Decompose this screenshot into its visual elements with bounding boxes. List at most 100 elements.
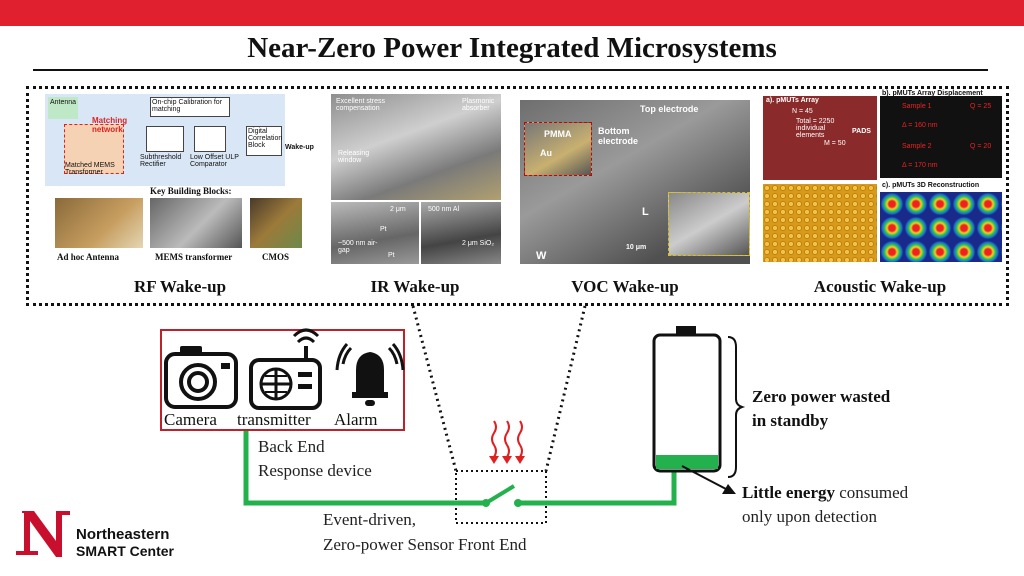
acoustic-m-label: M = 50 xyxy=(824,140,846,147)
backend-label-line1: Back End xyxy=(258,437,325,456)
wakeup-panels-frame xyxy=(26,86,1009,306)
alarm-label: Alarm xyxy=(334,410,378,429)
voc-caption: VOC Wake-up xyxy=(571,277,679,296)
zero-power-line1: Zero power wasted xyxy=(752,387,891,406)
funnel-left-line xyxy=(411,305,458,472)
battery-cap xyxy=(676,326,696,335)
voc-au-label: Au xyxy=(540,148,552,158)
acoustic-array-photo xyxy=(763,96,877,180)
rf-mems-label: Matched MEMS Transformer xyxy=(65,162,115,176)
acoustic-a-title: a). pMUTs Array xyxy=(766,97,819,104)
ir-sem-left xyxy=(331,202,419,264)
ir-label-pt1: Pt xyxy=(380,226,387,233)
ir-label-pt2: Pt xyxy=(388,252,395,259)
rf-antenna-photo xyxy=(55,198,143,248)
rf-caption: RF Wake-up xyxy=(133,277,227,296)
rf-comparator-label: Low Offset ULP Comparator xyxy=(190,154,239,168)
wave-arrowhead-1 xyxy=(489,456,499,464)
acoustic-sample1: Sample 1 xyxy=(902,103,932,110)
rf-photo-label-cmos: CMOS xyxy=(262,252,289,262)
little-energy-bold: Little energy xyxy=(742,483,835,502)
funnel-right-line xyxy=(544,305,587,472)
acoustic-c-title: c). pMUTs 3D Reconstruction xyxy=(882,182,980,189)
battery-charge-level xyxy=(656,455,718,469)
ir-label-plasmonic: Plasmonic absorber xyxy=(462,98,495,112)
ir-sem-main xyxy=(331,94,501,200)
acoustic-b-title: b). pMUTs Array Displacement xyxy=(882,90,983,97)
rf-comparator-box xyxy=(194,126,226,152)
ir-label-airgap: ~500 nm air-gap xyxy=(338,240,378,254)
backend-label-line2: Response device xyxy=(258,461,372,480)
battery-body xyxy=(652,333,722,473)
acoustic-sample2: Sample 2 xyxy=(902,143,932,150)
rf-photo-label-mems: MEMS transformer xyxy=(155,252,233,262)
switch-lever xyxy=(484,484,516,505)
acoustic-displacement-plot xyxy=(880,96,1002,178)
ir-label-stress: Excellent stress compensation xyxy=(336,98,386,112)
sensor-box xyxy=(455,470,547,524)
acoustic-q2: Q = 20 xyxy=(970,143,992,150)
rf-calib-label: On-chip Calibration for matching xyxy=(152,99,223,113)
ir-label-sio2: 2 μm SiO₂ xyxy=(462,240,495,247)
voc-l-label: L xyxy=(642,206,649,218)
voc-bottom-electrode-label: Bottom electrode xyxy=(598,126,639,146)
switch-right-contact xyxy=(514,499,522,507)
acoustic-q1: Q = 25 xyxy=(970,103,992,110)
sensor-label-line1: Event-driven, xyxy=(323,510,416,529)
acoustic-total-label: Total = 2250 individual elements xyxy=(796,118,835,139)
logo-text-smart-center: SMART Center xyxy=(76,543,175,559)
camera-label: Camera xyxy=(164,410,217,429)
sensor-label-line2: Zero-power Sensor Front End xyxy=(323,535,527,554)
acoustic-disp2: Δ = 170 nm xyxy=(902,162,938,169)
rf-calib-box xyxy=(150,97,230,117)
rf-mems-box xyxy=(64,124,124,174)
transmitter-label: transmitter xyxy=(237,410,311,429)
ir-label-2um: 2 μm xyxy=(390,206,406,213)
voc-inset-left xyxy=(524,122,592,176)
battery-brace xyxy=(727,336,746,478)
rf-key-blocks-label: Key Building Blocks: xyxy=(150,186,232,196)
acoustic-3d-reconstruction xyxy=(880,192,1002,262)
voc-inset-right xyxy=(668,192,750,256)
rf-rectifier-box xyxy=(146,126,184,152)
response-device-box xyxy=(160,329,405,431)
rf-digital-box xyxy=(246,126,282,156)
northeastern-logo-mark xyxy=(16,511,70,557)
voc-top-electrode-label: Top electrode xyxy=(640,104,699,114)
voc-w-label: W xyxy=(536,250,547,262)
wave-arrowhead-3 xyxy=(515,456,525,464)
wire-device-to-sensor xyxy=(243,431,484,506)
logo-text-northeastern: Northeastern xyxy=(76,526,170,543)
page-title: Near-Zero Power Integrated Microsystems xyxy=(247,32,777,64)
acoustic-array-zoom xyxy=(763,184,877,262)
little-energy-line2: only upon detection xyxy=(742,507,878,526)
little-energy-arrowhead xyxy=(722,484,736,494)
rf-wakeup-label: Wake-up xyxy=(285,144,314,151)
rf-mems-photo xyxy=(150,198,242,248)
rf-antenna-box xyxy=(48,97,78,119)
rf-digital-label: Digital Correlation Block xyxy=(248,128,283,149)
top-red-bar xyxy=(0,0,1024,26)
voc-scale-label: 10 μm xyxy=(626,244,647,251)
little-energy-rest: consumed xyxy=(835,483,909,502)
wire-sensor-to-battery xyxy=(518,468,677,506)
ir-label-al: 500 nm Al xyxy=(428,206,460,213)
wave-arrowhead-2 xyxy=(502,456,512,464)
rf-matching-label: Matching network xyxy=(92,116,128,134)
rf-cmos-photo xyxy=(250,198,302,248)
acoustic-disp1: Δ = 160 nm xyxy=(902,122,938,129)
little-energy-arrow-line xyxy=(681,465,727,490)
rf-antenna-label: Antenna xyxy=(50,99,77,106)
signal-waves xyxy=(491,420,523,458)
ir-label-window: Releasing window xyxy=(338,150,370,164)
little-energy-line1: Little energy consumed xyxy=(742,483,908,503)
ir-caption: IR Wake-up xyxy=(370,277,460,296)
rf-rectifier-label: Subthreshold Rectifier xyxy=(140,154,182,168)
title-underline xyxy=(33,69,988,71)
acoustic-caption: Acoustic Wake-up xyxy=(813,277,947,296)
zero-power-line2: in standby xyxy=(752,411,829,430)
